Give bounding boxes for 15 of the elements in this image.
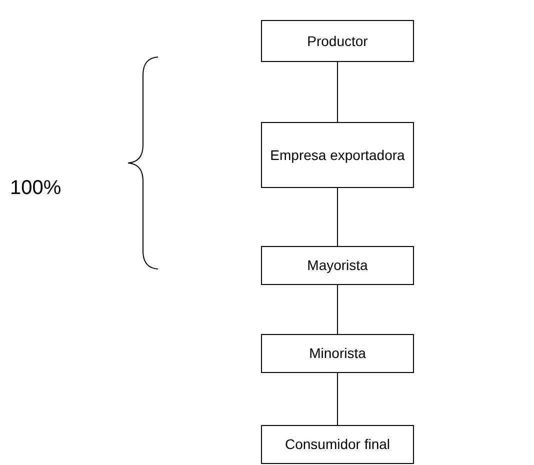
process-box (261, 122, 414, 188)
percentage-label: 100% (10, 176, 62, 201)
connector-line (337, 188, 338, 246)
box-label: Mayorista (307, 256, 368, 275)
connector-line (337, 372, 338, 426)
box-label: Empresa exportadora (270, 146, 405, 165)
process-box (261, 334, 414, 373)
box-label: Consumidor final (284, 435, 390, 454)
process-box (261, 425, 414, 464)
process-box (261, 246, 414, 285)
process-box (261, 20, 414, 62)
connector-line (337, 62, 338, 122)
connector-line (337, 284, 338, 334)
box-label: Minorista (309, 344, 366, 363)
box-label: Productor (307, 32, 368, 50)
